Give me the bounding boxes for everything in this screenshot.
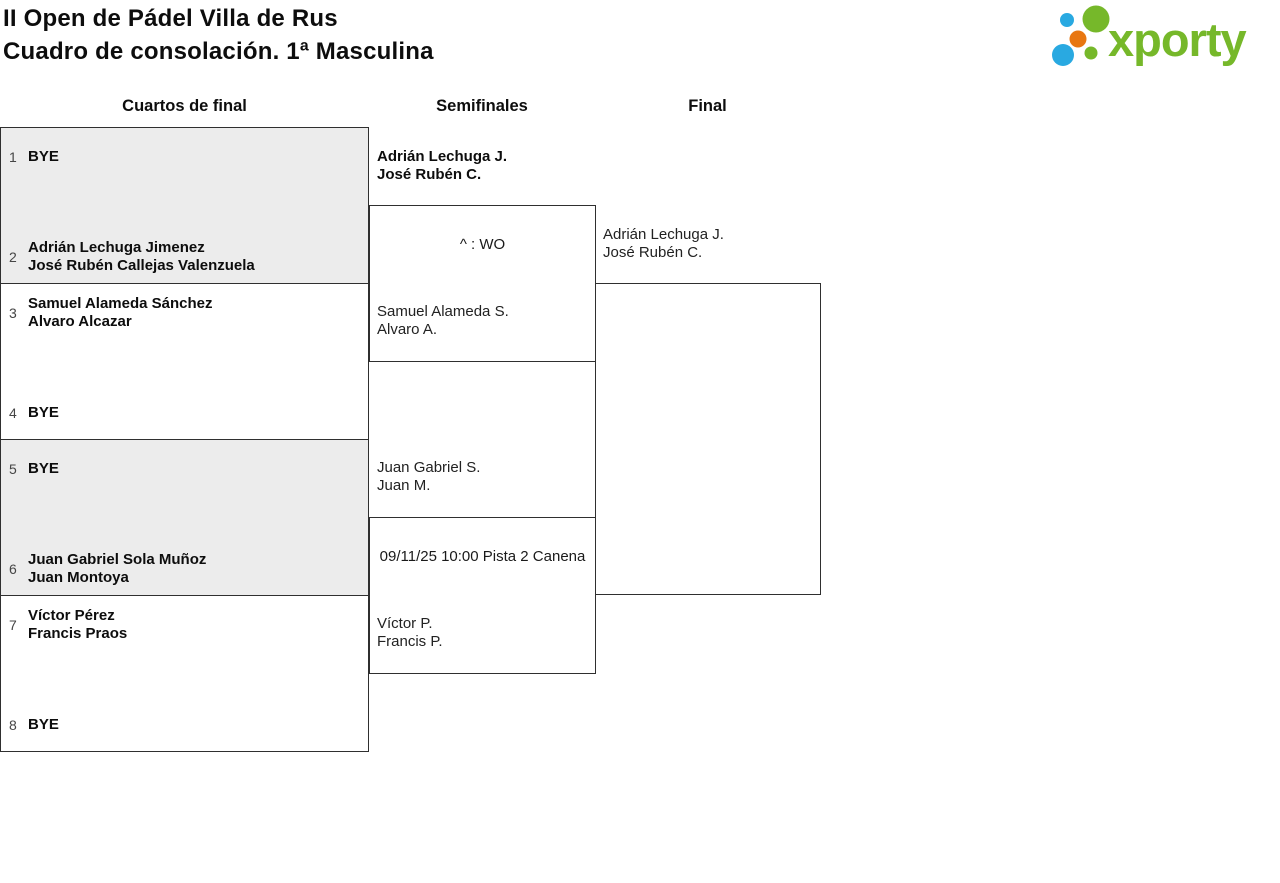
- quarterfinal-match-1: 1 BYE 2 Adrián Lechuga Jimenez José Rubé…: [0, 127, 369, 284]
- round-header-semifinals: Semifinales: [436, 97, 528, 115]
- logo-dot-blue-large-icon: [1052, 44, 1074, 66]
- participant-name-line: BYE: [28, 148, 59, 165]
- seed-number: 7: [9, 617, 17, 633]
- participant-slot: 5 BYE: [1, 451, 368, 487]
- participant-name-line: Juan Gabriel S.: [377, 459, 481, 476]
- participant-slot: 7 Víctor Pérez Francis Praos: [1, 607, 368, 643]
- participant-names: BYE: [28, 139, 59, 175]
- semifinal-match-2: 09/11/25 10:00 Pista 2 Canena: [369, 517, 596, 674]
- seed-number: 6: [9, 561, 17, 577]
- participant-names: BYE: [28, 707, 59, 743]
- participant-name-line: Adrián Lechuga J.: [377, 148, 508, 165]
- participant-name-line: Víctor P.: [377, 615, 433, 632]
- participant-names: Samuel Alameda Sánchez Alvaro Alcazar: [28, 295, 213, 331]
- participant-name-line: Alvaro A.: [377, 321, 438, 338]
- round-header-quarterfinals: Cuartos de final: [122, 97, 247, 115]
- participant-name-line: Samuel Alameda Sánchez: [28, 295, 213, 312]
- participant-names: Víctor Pérez Francis Praos: [28, 607, 127, 643]
- participant-slot: 6 Juan Gabriel Sola Muñoz Juan Montoya: [1, 551, 368, 587]
- participant-name-line: José Rubén C.: [377, 166, 482, 183]
- seed-number: 2: [9, 249, 17, 265]
- logo-dot-blue-small-icon: [1060, 13, 1074, 27]
- participant-name-line: Juan M.: [377, 477, 431, 494]
- semifinal-1-top-team: Adrián Lechuga J. José Rubén C.: [377, 148, 507, 184]
- participant-names: BYE: [28, 395, 59, 431]
- participant-name-line: Alvaro Alcazar: [28, 313, 132, 330]
- semifinal-2-bottom-team: Víctor P. Francis P.: [377, 615, 443, 651]
- quarterfinal-match-3: 5 BYE 6 Juan Gabriel Sola Muñoz Juan Mon…: [0, 439, 369, 596]
- round-header-final: Final: [688, 97, 727, 115]
- semifinal-match-1: ^ : WO: [369, 205, 596, 362]
- page-title-line1: II Open de Pádel Villa de Rus: [3, 5, 338, 32]
- semifinal-2-top-team: Juan Gabriel S. Juan M.: [377, 459, 480, 495]
- seed-number: 4: [9, 405, 17, 421]
- final-match: [595, 283, 821, 595]
- semifinal-1-bottom-team: Samuel Alameda S. Alvaro A.: [377, 303, 509, 339]
- participant-name-line: BYE: [28, 460, 59, 477]
- participant-name-line: Adrián Lechuga J.: [603, 226, 724, 243]
- logo-text: xporty: [1108, 13, 1247, 66]
- participant-names: BYE: [28, 451, 59, 487]
- participant-name-line: Juan Gabriel Sola Muñoz: [28, 551, 207, 568]
- seed-number: 5: [9, 461, 17, 477]
- xporty-logo[interactable]: xporty: [1046, 3, 1274, 75]
- final-top-team: Adrián Lechuga J. José Rubén C.: [603, 226, 724, 262]
- logo-dot-green-large-icon: [1082, 5, 1110, 33]
- participant-name-line: BYE: [28, 716, 59, 733]
- page-title: II Open de Pádel Villa de Rus Cuadro de …: [3, 2, 434, 68]
- participant-name-line: José Rubén Callejas Valenzuela: [28, 257, 255, 274]
- participant-slot: 3 Samuel Alameda Sánchez Alvaro Alcazar: [1, 295, 368, 331]
- match-schedule: 09/11/25 10:00 Pista 2 Canena: [379, 548, 586, 565]
- participant-name-line: Víctor Pérez: [28, 607, 115, 624]
- seed-number: 1: [9, 149, 17, 165]
- page-title-line2: Cuadro de consolación. 1ª Masculina: [3, 38, 434, 65]
- participant-name-line: Francis Praos: [28, 625, 128, 642]
- seed-number: 8: [9, 717, 17, 733]
- participant-slot: 8 BYE: [1, 707, 368, 743]
- participant-slot: 2 Adrián Lechuga Jimenez José Rubén Call…: [1, 239, 368, 275]
- logo-dot-green-small-icon: [1084, 46, 1098, 60]
- logo-dot-orange-icon: [1069, 30, 1087, 48]
- participant-names: Juan Gabriel Sola Muñoz Juan Montoya: [28, 551, 206, 587]
- quarterfinal-match-4: 7 Víctor Pérez Francis Praos 8 BYE: [0, 595, 369, 752]
- participant-name-line: Samuel Alameda S.: [377, 303, 509, 320]
- match-score: ^ : WO: [459, 236, 506, 253]
- seed-number: 3: [9, 305, 17, 321]
- participant-name-line: Adrián Lechuga Jimenez: [28, 239, 205, 256]
- quarterfinal-match-2: 3 Samuel Alameda Sánchez Alvaro Alcazar …: [0, 283, 369, 440]
- participant-name-line: Juan Montoya: [28, 569, 129, 586]
- participant-names: Adrián Lechuga Jimenez José Rubén Callej…: [28, 239, 255, 275]
- participant-slot: 4 BYE: [1, 395, 368, 431]
- participant-slot: 1 BYE: [1, 139, 368, 175]
- participant-name-line: Francis P.: [377, 633, 443, 650]
- participant-name-line: BYE: [28, 404, 59, 421]
- participant-name-line: José Rubén C.: [603, 244, 703, 261]
